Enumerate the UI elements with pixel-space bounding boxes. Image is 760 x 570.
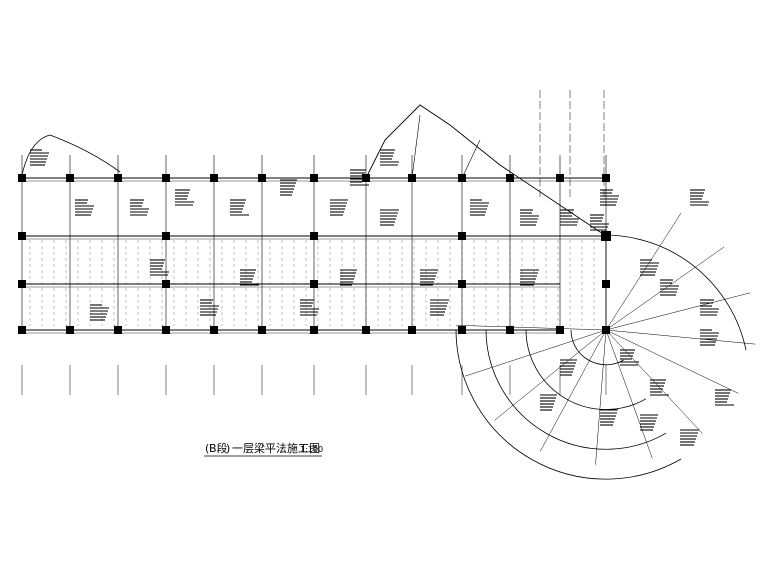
column (458, 326, 466, 334)
fan-radial-beam (605, 329, 653, 459)
column (114, 326, 122, 334)
column (210, 326, 218, 334)
column (602, 326, 610, 334)
column (114, 174, 122, 182)
column (258, 326, 266, 334)
column (310, 174, 318, 182)
beam-annotations (30, 149, 734, 446)
column (162, 326, 170, 334)
axis-grid-lines (21, 90, 607, 395)
fan-radial-beam (595, 329, 607, 465)
fan-radial-beam (494, 329, 607, 421)
column (556, 174, 564, 182)
column (408, 326, 416, 334)
wing-beam (461, 139, 481, 179)
fan-arc-lower (485, 329, 667, 450)
column (310, 232, 318, 240)
column (66, 174, 74, 182)
column (18, 174, 26, 182)
column (408, 174, 416, 182)
drawing-scale: 1:100 (300, 445, 323, 454)
wing-beam (411, 114, 421, 179)
column (210, 174, 218, 182)
column (310, 280, 318, 288)
fan-radial-beam (456, 325, 607, 331)
column (602, 280, 610, 288)
title-zone-bracket: ( (205, 442, 209, 455)
column (18, 232, 26, 240)
column (18, 280, 26, 288)
fan-radial-beam (605, 329, 703, 434)
column (362, 174, 370, 182)
fan-radial-beam (605, 329, 739, 394)
fan-arc-upper (605, 234, 747, 351)
columns (18, 174, 611, 334)
fan-radial-beam (605, 246, 725, 331)
fan-radial-beam (605, 329, 756, 345)
column (162, 280, 170, 288)
fan-arc-lower (525, 329, 647, 410)
fan-arc-lower (455, 329, 682, 480)
column (602, 174, 610, 182)
column (18, 326, 26, 334)
drawing-title: 一层梁平法施工图 (232, 441, 320, 455)
fan-radial-beam (605, 292, 751, 331)
diagonal-wing-edge (365, 104, 607, 237)
column (310, 326, 318, 334)
column (458, 232, 466, 240)
column (601, 231, 611, 241)
fan-arc-lower (570, 329, 624, 366)
column (162, 232, 170, 240)
column (506, 326, 514, 334)
title-zone-bracket-close: ) (226, 442, 230, 455)
column (556, 326, 564, 334)
drawing-title-block: ( B段 ) 一层梁平法施工图 1:100 (204, 441, 323, 457)
fan-radial-beam (464, 329, 607, 377)
column (506, 174, 514, 182)
entrance-curve (21, 134, 121, 176)
column (258, 174, 266, 182)
column (162, 174, 170, 182)
fan-radial-beam (540, 329, 607, 452)
title-zone: B段 (209, 441, 228, 455)
column (362, 326, 370, 334)
column (458, 174, 466, 182)
column (458, 280, 466, 288)
column (66, 326, 74, 334)
curved-wing (21, 104, 756, 480)
